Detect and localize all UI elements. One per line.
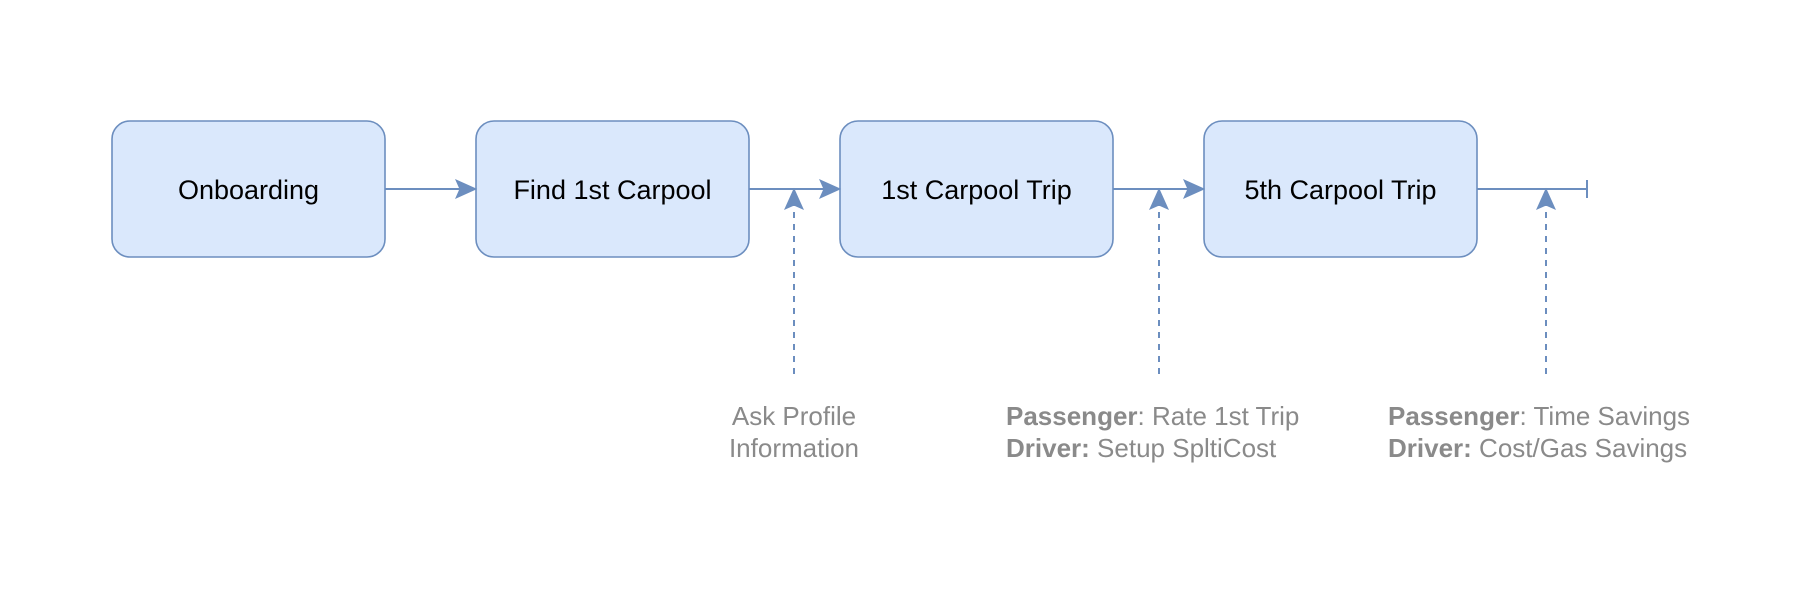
connector-first-trip-to-fifth-trip xyxy=(1113,179,1206,199)
arrowhead-right-icon xyxy=(1183,179,1206,199)
annotation-ask-profile-line2: Information xyxy=(729,433,859,463)
arrowhead-right-icon xyxy=(455,179,478,199)
driver-role-label: Driver: xyxy=(1006,433,1090,463)
driver-action-text: Cost/Gas Savings xyxy=(1472,433,1687,463)
passenger-action-text: : Rate 1st Trip xyxy=(1138,401,1300,431)
node-onboarding-label: Onboarding xyxy=(178,175,319,205)
annotation-savings: Passenger: Time Savings Driver: Cost/Gas… xyxy=(1388,401,1690,463)
passenger-role-label: Passenger xyxy=(1388,401,1520,431)
node-first-carpool-trip-label: 1st Carpool Trip xyxy=(881,175,1072,205)
node-find-first-carpool-label: Find 1st Carpool xyxy=(513,175,711,205)
pointer-savings xyxy=(1536,187,1556,374)
annotation-rate-trip-line2: Driver: Setup SpltiCost xyxy=(1006,433,1277,463)
annotation-savings-line1: Passenger: Time Savings xyxy=(1388,401,1690,431)
annotation-rate-trip-line1: Passenger: Rate 1st Trip xyxy=(1006,401,1299,431)
annotation-ask-profile-line1: Ask Profile xyxy=(732,401,856,431)
driver-action-text: Setup SpltiCost xyxy=(1090,433,1277,463)
node-onboarding: Onboarding xyxy=(111,120,386,258)
connector-fifth-trip-end xyxy=(1477,180,1588,198)
arrowhead-right-icon xyxy=(819,179,842,199)
annotation-ask-profile: Ask Profile Information xyxy=(729,401,859,463)
node-first-carpool-trip: 1st Carpool Trip xyxy=(839,120,1114,258)
connector-onboarding-to-find xyxy=(385,179,478,199)
pointer-ask-profile xyxy=(784,187,804,374)
passenger-action-text: : Time Savings xyxy=(1520,401,1691,431)
node-fifth-carpool-trip-label: 5th Carpool Trip xyxy=(1244,175,1436,205)
passenger-role-label: Passenger xyxy=(1006,401,1138,431)
annotation-savings-line2: Driver: Cost/Gas Savings xyxy=(1388,433,1687,463)
annotation-rate-trip: Passenger: Rate 1st Trip Driver: Setup S… xyxy=(1006,401,1299,463)
node-find-first-carpool: Find 1st Carpool xyxy=(475,120,750,258)
connector-find-to-first-trip xyxy=(749,179,842,199)
arrowhead-up-icon xyxy=(1149,187,1169,210)
arrowhead-up-icon xyxy=(784,187,804,210)
arrowhead-up-icon xyxy=(1536,187,1556,210)
driver-role-label: Driver: xyxy=(1388,433,1472,463)
pointer-rate-first-trip xyxy=(1149,187,1169,374)
node-fifth-carpool-trip: 5th Carpool Trip xyxy=(1203,120,1478,258)
